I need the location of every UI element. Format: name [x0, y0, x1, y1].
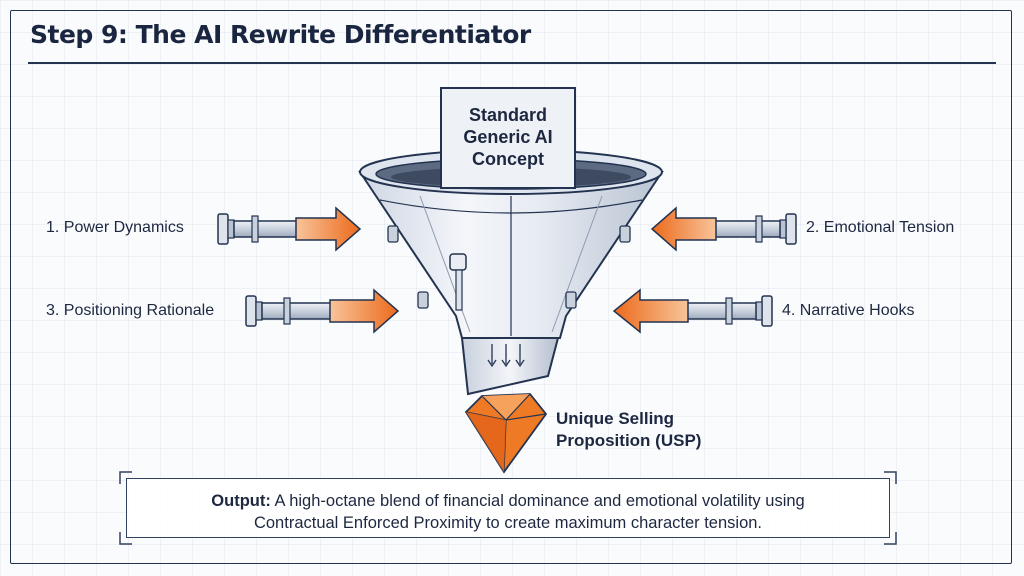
output-text: Output: A high-octane blend of financial… — [140, 490, 876, 534]
injector-emotional-tension — [650, 206, 797, 252]
arrow-right-icon — [295, 206, 362, 252]
diagram-frame — [10, 10, 1012, 564]
output-line-2: Contractual Enforced Proximity to create… — [253, 514, 763, 532]
output-line-1: Output: A high-octane blend of financial… — [140, 490, 876, 512]
input-card — [440, 87, 576, 189]
injector-power-dynamics — [217, 206, 362, 252]
input-label-positioning-rationale: 3. Positioning Rationale — [46, 302, 215, 319]
input-card-label: Standard Generic AI Concept — [444, 104, 572, 170]
output-box-brackets — [119, 471, 897, 545]
input-card-line: Concept — [472, 149, 544, 169]
input-card-line: Standard — [468, 105, 547, 125]
funnel-latch-icon — [449, 253, 467, 311]
funnel-bolt-icon — [619, 225, 631, 243]
usp-label: Unique Selling Proposition (USP) — [556, 408, 701, 452]
input-label-narrative-hooks: 4. Narrative Hooks — [782, 302, 915, 319]
input-label-emotional-tension: 2. Emotional Tension — [806, 219, 955, 236]
usp-gem-icon — [464, 393, 548, 474]
funnel-bolt-icon — [417, 291, 429, 309]
funnel-bolt-icon — [387, 225, 399, 243]
usp-label-line: Unique Selling — [556, 409, 675, 428]
title-divider — [28, 62, 996, 64]
output-prefix: Output: — [211, 492, 271, 510]
input-card-line: Generic AI — [463, 127, 553, 147]
injector-narrative-hooks — [612, 288, 773, 334]
arrow-right-icon — [329, 288, 400, 334]
input-label-power-dynamics: 1. Power Dynamics — [46, 219, 184, 236]
injector-positioning-rationale — [245, 288, 400, 334]
funnel-bolt-icon — [565, 291, 577, 309]
arrow-left-icon — [612, 288, 689, 334]
usp-label-line: Proposition (USP) — [556, 431, 702, 450]
arrow-left-icon — [650, 206, 717, 252]
page-title: Step 9: The AI Rewrite Differentiator — [30, 20, 531, 49]
output-box — [126, 478, 890, 538]
output-line-1-text: A high-octane blend of financial dominan… — [274, 492, 805, 510]
funnel-spout — [460, 337, 560, 396]
